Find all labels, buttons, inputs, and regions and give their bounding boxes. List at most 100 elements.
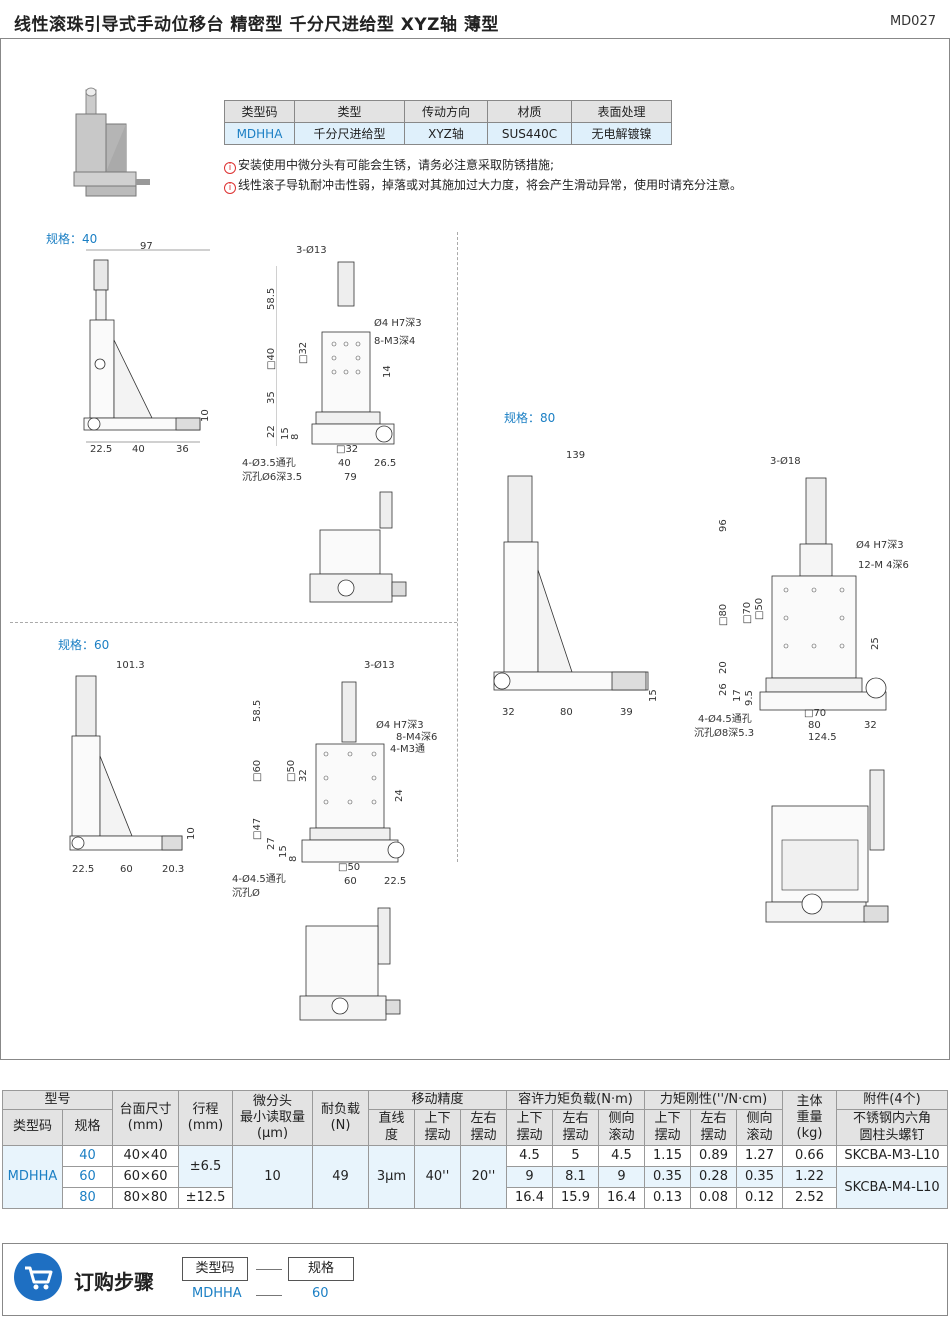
- cell: 16.4: [506, 1186, 553, 1209]
- th: 附件(4个): [836, 1089, 948, 1111]
- dim: 32: [298, 769, 309, 782]
- dim: 3-Ø13: [296, 245, 327, 256]
- cell: 0.35: [736, 1165, 783, 1188]
- th: 行程 (mm): [178, 1090, 233, 1146]
- dim: □70: [742, 601, 753, 624]
- dim: 8-M4深6: [396, 732, 438, 743]
- dim: □70: [804, 708, 827, 719]
- dim: 26.5: [374, 458, 397, 469]
- dim: Ø4 H7深3: [856, 540, 904, 551]
- dim: 3-Ø13: [364, 660, 395, 671]
- order-value-type: MDHHA: [192, 1286, 242, 1301]
- info-value: 千分尺进给型: [294, 122, 405, 145]
- cell: 8.1: [552, 1165, 599, 1188]
- dim: 22.5: [90, 444, 113, 455]
- dim: 36: [176, 444, 189, 455]
- dim: 58.5: [252, 699, 263, 722]
- dim: Ø4 H7深3: [376, 720, 424, 731]
- th: 规格: [62, 1109, 113, 1146]
- dim: 15: [648, 689, 659, 702]
- dim: 沉孔Ø6深3.5: [242, 472, 303, 483]
- top-view-80: [765, 769, 889, 923]
- dim: 40: [338, 458, 351, 469]
- cell: 40×40: [112, 1144, 179, 1167]
- dim: Ø4 H7深3: [374, 318, 422, 329]
- section-divider: [10, 622, 457, 623]
- th: 左右 摆动: [460, 1109, 507, 1146]
- dim: 20.3: [162, 864, 185, 875]
- top-view-40: [309, 491, 407, 603]
- cell: 0.08: [690, 1186, 737, 1209]
- cell: 0.66: [782, 1144, 837, 1167]
- warning-icon: i: [224, 162, 236, 174]
- cell: 60×60: [112, 1165, 179, 1188]
- cell: 0.89: [690, 1144, 737, 1167]
- order-connector: [256, 1295, 282, 1296]
- spec-label-40: 规格：40: [46, 232, 98, 246]
- cart-icon: [14, 1253, 62, 1301]
- cell: 4.5: [598, 1144, 645, 1167]
- cell: 10: [232, 1144, 313, 1209]
- cell: 49: [312, 1144, 369, 1209]
- cell: 40'': [414, 1144, 461, 1209]
- dim: 9.5: [744, 690, 755, 706]
- th: 侧向 滚动: [598, 1109, 645, 1146]
- cart-icon-glyph: [25, 1266, 53, 1290]
- page-title: 线性滚珠引导式手动位移台 精密型 千分尺进给型 XYZ轴 薄型: [14, 15, 499, 35]
- th: 类型码: [2, 1109, 63, 1146]
- cell: ±6.5: [178, 1144, 233, 1188]
- cell: 15.9: [552, 1186, 599, 1209]
- th: 容许力矩负载(N·m): [506, 1089, 645, 1111]
- cell: 1.15: [644, 1144, 691, 1167]
- dim: 80: [808, 720, 821, 731]
- cell: 9: [506, 1165, 553, 1188]
- cell: 1.22: [782, 1165, 837, 1188]
- th: 不锈钢内六角 圆柱头螺钉: [836, 1109, 948, 1146]
- table-row: 80 80×80 ±12.5 16.4 15.9 16.4 0.13 0.08 …: [3, 1186, 948, 1209]
- cell: 16.4: [598, 1186, 645, 1209]
- dim: □50: [286, 759, 297, 782]
- cell: 3μm: [368, 1144, 415, 1209]
- dim: 10: [186, 827, 197, 840]
- warning-icon: i: [224, 182, 236, 194]
- dim: 4-Ø4.5通孔: [232, 874, 286, 885]
- dim: 101.3: [116, 660, 145, 671]
- dim: 12-M 4深6: [858, 560, 909, 571]
- dim: □40: [266, 347, 277, 370]
- info-value: XYZ轴: [404, 122, 488, 145]
- info-value: SUS440C: [487, 122, 572, 145]
- front-view-60: [301, 681, 405, 863]
- front-view-80: [759, 477, 887, 711]
- dim: 4-Ø3.5通孔: [242, 458, 296, 469]
- th: 力矩刚性(''/N·cm): [644, 1089, 783, 1111]
- cell: 0.13: [644, 1186, 691, 1209]
- dim: 22.5: [72, 864, 95, 875]
- dim: 4-Ø4.5通孔: [698, 714, 752, 725]
- dim: 24: [394, 789, 405, 802]
- info-value: MDHHA: [224, 122, 295, 145]
- dim: 22.5: [384, 876, 407, 887]
- dim: 3-Ø18: [770, 456, 801, 467]
- th: 微分头 最小读取量 (μm): [232, 1090, 313, 1146]
- cell: 80: [62, 1186, 113, 1209]
- spec-label-80: 规格：80: [504, 411, 556, 425]
- spec-table: 型号 台面尺寸 (mm) 行程 (mm) 微分头 最小读取量 (μm) 耐负载 …: [2, 1089, 948, 1209]
- dim: 20: [718, 661, 729, 674]
- table-row: MDHHA 40 40×40 ±6.5 10 49 3μm 40'' 20'' …: [2, 1144, 948, 1209]
- cell: 5: [552, 1144, 599, 1167]
- dim: 8: [290, 433, 301, 440]
- th: 主体 重量 (kg): [782, 1090, 837, 1146]
- dim: 沉孔Ø: [232, 888, 260, 899]
- side-view-60: [69, 675, 183, 851]
- info-header: 材质: [487, 100, 572, 123]
- top-view-60: [299, 907, 401, 1021]
- dim: □47: [252, 817, 263, 840]
- th: 耐负载 (N): [312, 1090, 369, 1146]
- th: 上下 摆动: [414, 1109, 461, 1146]
- product-photo: [73, 87, 150, 197]
- cell: 4.5: [506, 1144, 553, 1167]
- dim: □50: [754, 597, 765, 620]
- dim: □50: [338, 862, 361, 873]
- dim: 124.5: [808, 732, 837, 743]
